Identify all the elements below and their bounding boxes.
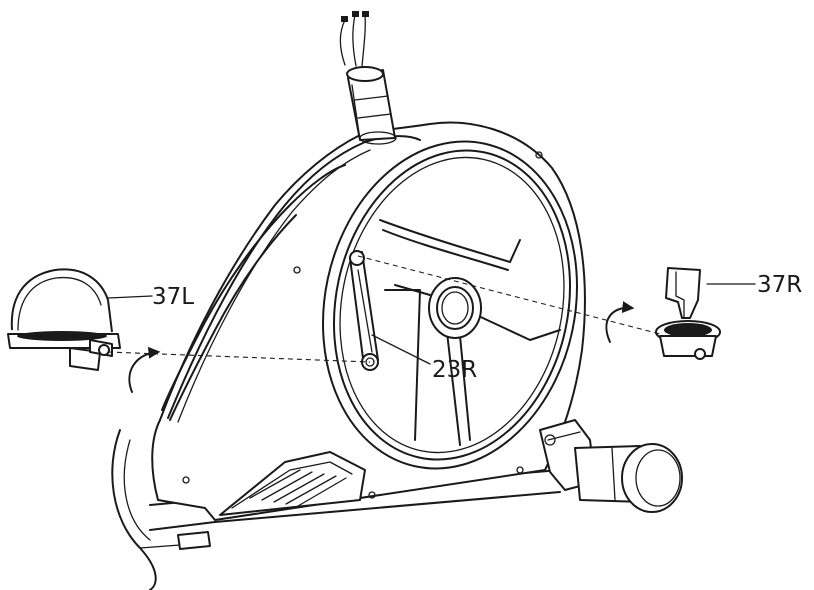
callout-37l: 37L xyxy=(152,284,194,310)
rotation-arrow-left xyxy=(128,346,161,393)
leader-lines xyxy=(107,283,756,365)
pedal-right xyxy=(655,267,721,360)
rotation-arrow-right xyxy=(605,301,635,343)
sensor-wires xyxy=(339,11,369,67)
pedal-left xyxy=(7,268,121,371)
callout-23r: 23R xyxy=(432,357,477,383)
callout-37r: 37R xyxy=(757,272,802,298)
seat-post-tube xyxy=(346,66,397,145)
front-stabilizer xyxy=(539,419,683,513)
assembly-axis-lines xyxy=(107,255,661,363)
flywheel-disc xyxy=(322,140,578,470)
